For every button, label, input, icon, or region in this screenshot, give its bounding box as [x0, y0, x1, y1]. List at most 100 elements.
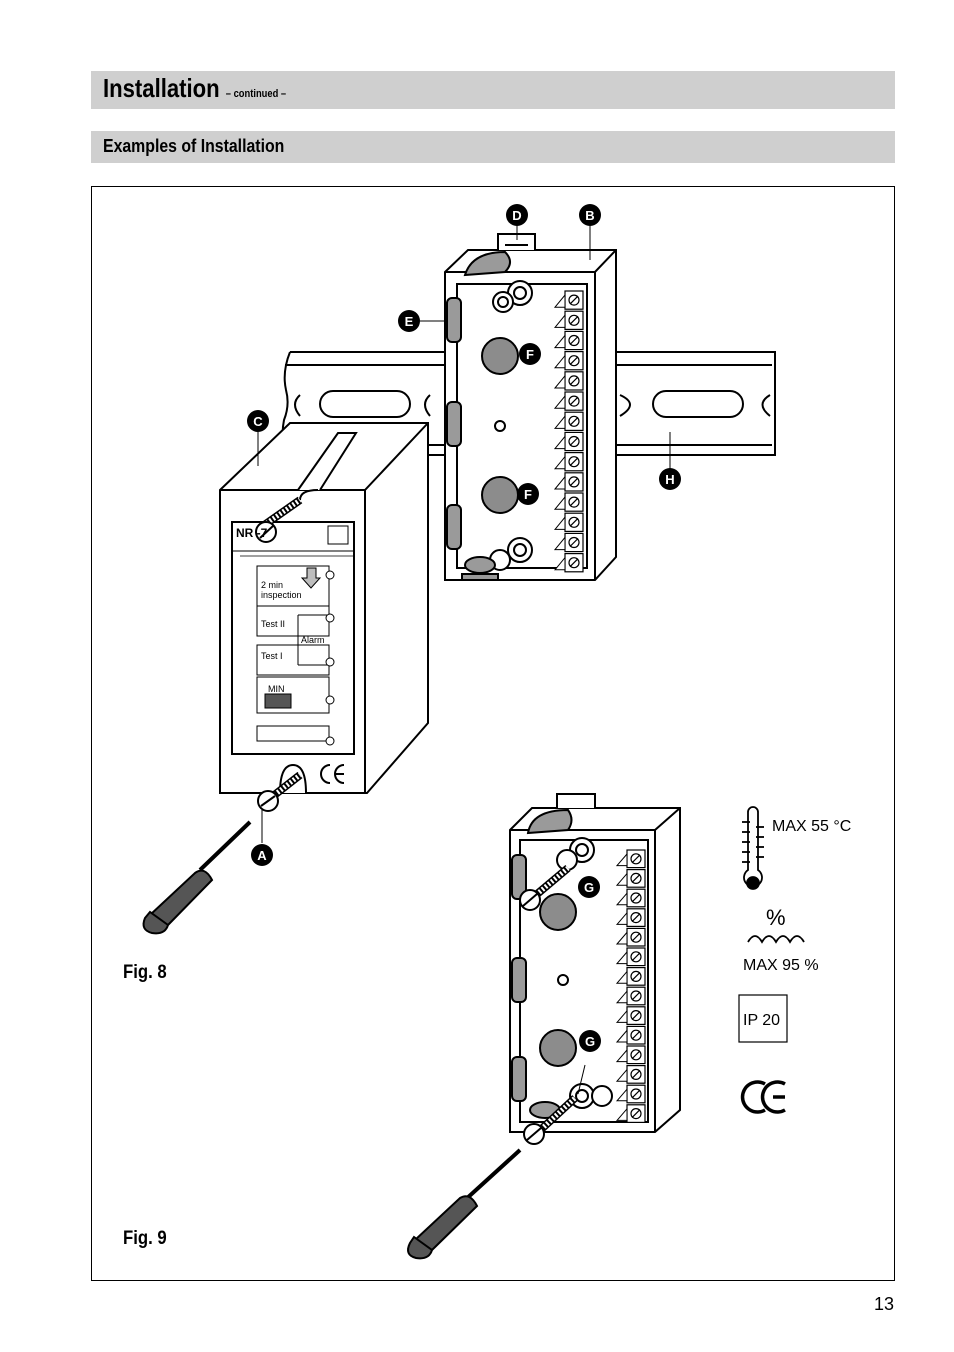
humidity-icon [747, 935, 805, 944]
terminal-wedge [615, 872, 628, 886]
terminal-wedge [553, 536, 566, 551]
terminal-slot [631, 1089, 641, 1099]
terminal-wedge [553, 334, 566, 349]
terminal-wedge [553, 495, 566, 510]
callout-f-bottom-text: F [524, 487, 532, 502]
callout-f-top-text: F [526, 347, 534, 362]
callout-b: B [579, 204, 601, 226]
humidity-spec: MAX 95 % [743, 957, 819, 974]
terminal-slot [569, 295, 579, 305]
terminal-slot [569, 457, 579, 467]
callout-e-text: E [405, 314, 414, 329]
terminal-wedge [553, 414, 566, 429]
fig8-label: Fig. 8 [123, 962, 167, 983]
terminal-wedge [615, 931, 628, 945]
terminal-wedge [553, 475, 566, 490]
terminal-wedge [615, 989, 628, 1004]
callout-a: A [251, 844, 273, 866]
terminal-slot [569, 558, 579, 568]
callout-f-top: F [519, 343, 541, 365]
thermometer-icon [742, 806, 764, 890]
terminal-wedge [553, 354, 566, 369]
ce-mark-large [740, 1080, 786, 1114]
callout-c-text: C [253, 414, 263, 429]
terminal-wedge [553, 556, 566, 571]
terminal-wedge [615, 1087, 628, 1102]
terminal-slot [569, 396, 579, 406]
terminal-slot [631, 932, 641, 942]
terminal-slot [631, 1011, 641, 1021]
base-unit-bottom [509, 793, 681, 1145]
terminal-slot [569, 477, 579, 487]
terminal-slot [569, 376, 579, 386]
callout-g-top: G [578, 876, 600, 898]
terminal-wedge [615, 1048, 628, 1063]
terminal-wedge [615, 891, 628, 906]
terminal-slot [631, 1109, 641, 1119]
callout-h-text: H [665, 472, 674, 487]
terminal-wedge [615, 1009, 628, 1023]
callout-f-bottom: F [517, 483, 539, 505]
terminal-strip-fig9 [615, 849, 646, 1124]
terminal-wedge [615, 1068, 628, 1082]
terminal-slot [631, 913, 641, 923]
terminal-slot [569, 517, 579, 527]
min-label: MIN [268, 684, 285, 694]
inspection-line2: inspection [261, 590, 302, 600]
page-title: Installation – continued – [103, 73, 286, 104]
section-bar: Examples of Installation [91, 131, 895, 163]
callout-c: C [247, 410, 269, 432]
terminal-wedge [553, 455, 566, 470]
terminal-wedge [615, 970, 628, 984]
terminal-wedge [615, 950, 628, 965]
temperature-spec: MAX 55 °C [772, 818, 851, 835]
callout-g-top-text: G [584, 880, 594, 895]
terminal-wedge [553, 394, 566, 409]
callout-e: E [398, 310, 420, 332]
terminal-slot [631, 873, 641, 883]
page-number: 13 [873, 1294, 894, 1314]
terminal-slot [569, 538, 579, 547]
callout-h: H [659, 468, 681, 490]
title-text: Installation [103, 73, 220, 103]
callout-g-bottom-text: G [585, 1034, 595, 1049]
terminal-slot [631, 854, 641, 864]
test1-label: Test I [261, 651, 283, 661]
plug-in-device [219, 422, 429, 812]
ce-mark-device [320, 764, 345, 784]
inspection-line1: 2 min [261, 580, 283, 590]
screwdriver-fig8 [142, 820, 252, 935]
terminal-slot [631, 952, 641, 962]
humidity-symbol: % [766, 905, 786, 930]
terminal-slot [569, 336, 579, 345]
section-heading: Examples of Installation [103, 136, 285, 156]
callout-g-bottom: G [579, 1030, 601, 1052]
screwdriver-fig9 [407, 1148, 522, 1260]
terminal-slot [631, 1069, 641, 1079]
terminal-slot [631, 971, 641, 981]
terminal-wedge [615, 911, 628, 925]
terminal-wedge [553, 515, 566, 530]
fig9-label: Fig. 9 [123, 1228, 167, 1249]
terminal-wedge [553, 293, 566, 308]
terminal-wedge [615, 852, 628, 867]
base-unit-top [444, 233, 617, 581]
ip-box [738, 994, 788, 1043]
terminal-slot [569, 437, 579, 446]
test2-label: Test II [261, 619, 285, 629]
title-bar: Installation – continued – [91, 71, 895, 109]
terminal-slot [569, 315, 579, 325]
terminal-slot [631, 991, 641, 1001]
terminal-slot [569, 416, 579, 426]
terminal-strip-fig8 [553, 290, 584, 573]
alarm-label: Alarm [301, 635, 325, 645]
terminal-slot [569, 356, 579, 366]
ip-rating: IP 20 [743, 1012, 780, 1029]
figure-frame [91, 186, 895, 1281]
terminal-wedge [553, 313, 566, 328]
callout-b-text: B [585, 208, 594, 223]
terminal-wedge [615, 1107, 628, 1121]
terminal-slot [631, 893, 641, 903]
terminal-slot [631, 1030, 641, 1040]
